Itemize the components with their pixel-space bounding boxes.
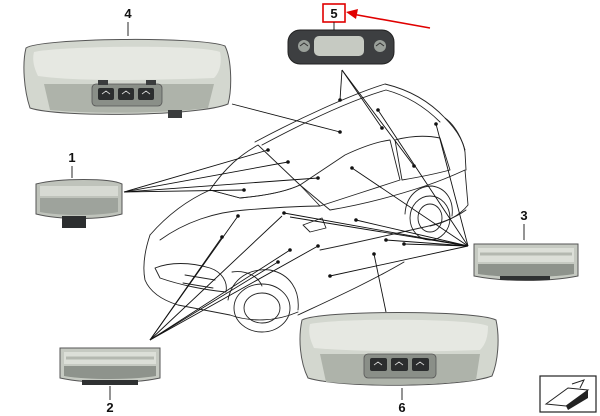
part-3-side-lamp[interactable]	[473, 243, 579, 281]
callout-5: 5	[330, 6, 337, 21]
part-1-interior-lamp[interactable]	[35, 179, 123, 229]
part-5-reading-light[interactable]	[287, 29, 395, 65]
part-6-overhead-console[interactable]	[299, 312, 499, 386]
callout-2: 2	[106, 400, 113, 415]
callout-3: 3	[520, 208, 527, 223]
part-4-overhead-console[interactable]	[23, 38, 232, 118]
vehicle-outline	[143, 83, 469, 333]
callout-6: 6	[398, 400, 405, 415]
highlight-arrow-head	[346, 9, 358, 19]
highlight-arrow-shaft	[351, 13, 431, 29]
part-2-door-lamp[interactable]	[59, 347, 161, 385]
callout-4: 4	[124, 6, 132, 21]
leader-endpoints	[220, 98, 438, 278]
callout-1: 1	[68, 150, 75, 165]
leader-lines	[123, 69, 469, 341]
parts-catalog-corner-icon	[539, 375, 597, 413]
